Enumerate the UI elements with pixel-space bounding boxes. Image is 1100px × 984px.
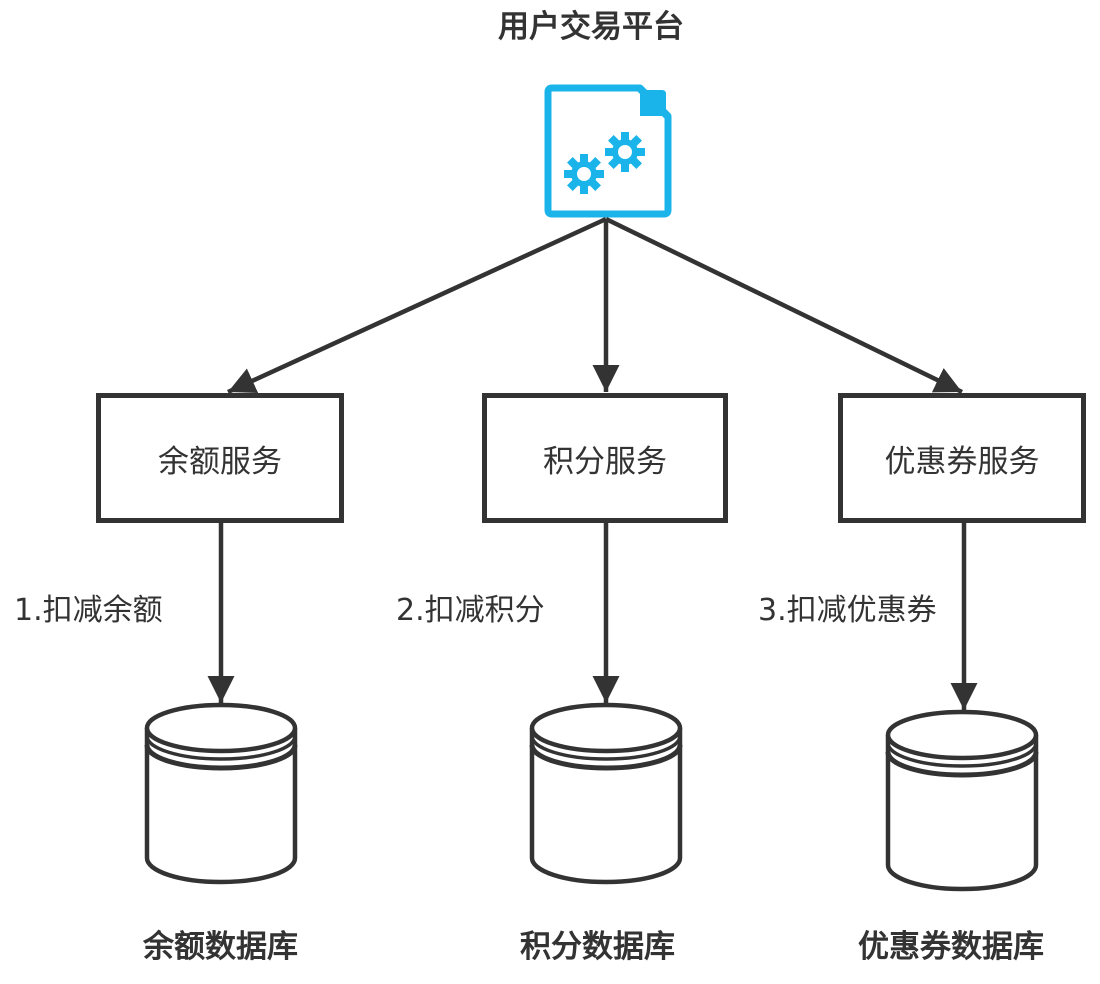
edge-platform-to-balance-service: [227, 216, 607, 395]
service-box-balance[interactable]: 余额服务: [96, 393, 344, 523]
database-label-points: 积分数据库: [520, 929, 675, 965]
step-label-1: 1.扣减余额: [14, 593, 163, 628]
edge-platform-to-coupon-service: [605, 216, 963, 395]
service-box-points[interactable]: 积分服务: [482, 393, 728, 523]
database-icon-points[interactable]: [529, 702, 683, 885]
gear-small-icon: [564, 154, 604, 194]
service-box-coupon[interactable]: 优惠券服务: [838, 393, 1086, 523]
database-icon-balance[interactable]: [144, 702, 298, 885]
database-icon-coupon[interactable]: [885, 709, 1039, 892]
gear-large-icon: [605, 132, 645, 172]
service-label: 优惠券服务: [884, 443, 1040, 480]
step-label-3: 3.扣减优惠券: [758, 593, 937, 628]
database-label-coupon: 优惠券数据库: [858, 929, 1044, 965]
service-label: 积分服务: [543, 443, 667, 480]
service-label: 余额服务: [158, 443, 282, 480]
database-label-balance: 余额数据库: [143, 929, 298, 965]
gears-document-icon[interactable]: [544, 84, 672, 218]
diagram-title: 用户交易平台: [498, 9, 684, 45]
step-label-2: 2.扣减积分: [396, 593, 545, 628]
